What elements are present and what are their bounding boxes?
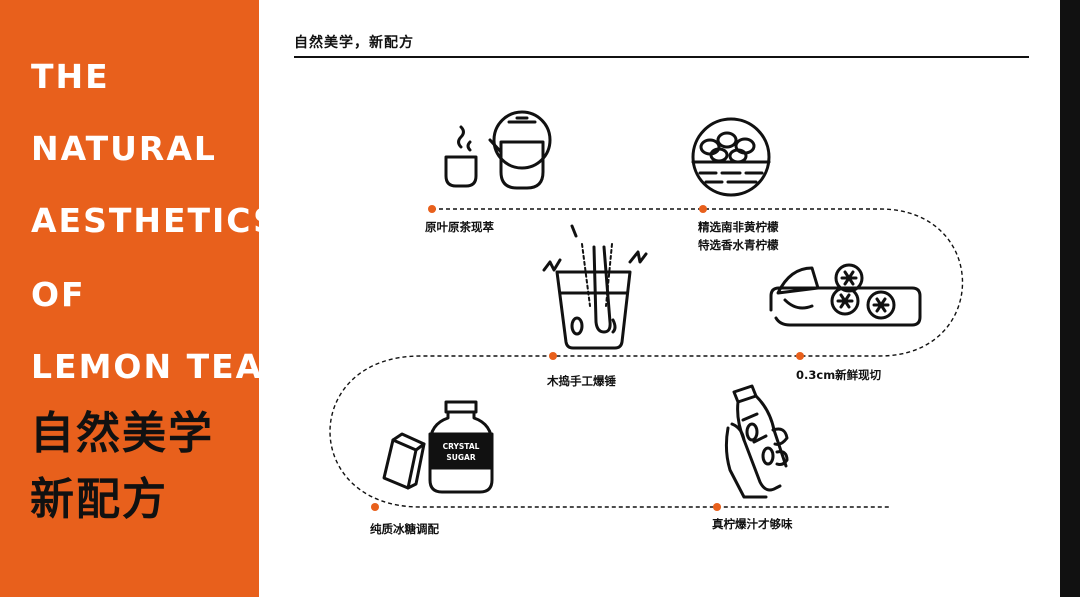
step-dot-1 bbox=[428, 205, 436, 213]
heading-rule bbox=[294, 56, 1029, 58]
crystal-sugar-jar-icon bbox=[382, 400, 494, 494]
step-label-3: 0.3cm新鲜现切 bbox=[796, 368, 882, 382]
step-dot-3 bbox=[796, 352, 804, 360]
step-dot-2 bbox=[699, 205, 707, 213]
right-edge-bar bbox=[1060, 0, 1080, 597]
step-label-5: 纯质冰糖调配 bbox=[370, 522, 439, 536]
step-label-2a: 精选南非黄柠檬 bbox=[698, 220, 779, 234]
step-label-1: 原叶原茶现萃 bbox=[425, 220, 494, 234]
title-line-4: OF bbox=[31, 275, 86, 314]
dashed-path bbox=[329, 208, 964, 508]
jar-label-line-2: SUGAR bbox=[446, 453, 475, 462]
left-title-panel: THE NATURAL AESTHETICS OF LEMON TEA 自然美学… bbox=[0, 0, 277, 597]
step-dot-5 bbox=[371, 503, 379, 511]
cn-title-line-2: 新配方 bbox=[30, 474, 168, 525]
step-label-6: 真柠爆汁才够味 bbox=[712, 517, 793, 531]
title-line-3: AESTHETICS bbox=[31, 201, 279, 240]
title-line-5: LEMON TEA bbox=[31, 347, 264, 386]
cn-title-line-1: 自然美学 bbox=[30, 408, 214, 459]
jar-label-line-1: CRYSTAL bbox=[443, 442, 480, 451]
lemon-basket-icon bbox=[691, 117, 771, 197]
sliced-lemon-board-icon bbox=[769, 263, 922, 327]
page-heading: 自然美学，新配方 bbox=[294, 35, 414, 51]
step-dot-4 bbox=[549, 352, 557, 360]
muddled-glass-icon bbox=[542, 224, 648, 350]
step-label-2b: 特选香水青柠檬 bbox=[698, 238, 779, 252]
teapot-and-cup-icon bbox=[444, 110, 552, 190]
step-label-4: 木捣手工爆锤 bbox=[547, 374, 616, 388]
title-line-1: THE bbox=[31, 57, 110, 96]
title-line-2: NATURAL bbox=[31, 129, 217, 168]
hand-holding-bottle-icon bbox=[724, 384, 789, 499]
step-dot-6 bbox=[713, 503, 721, 511]
